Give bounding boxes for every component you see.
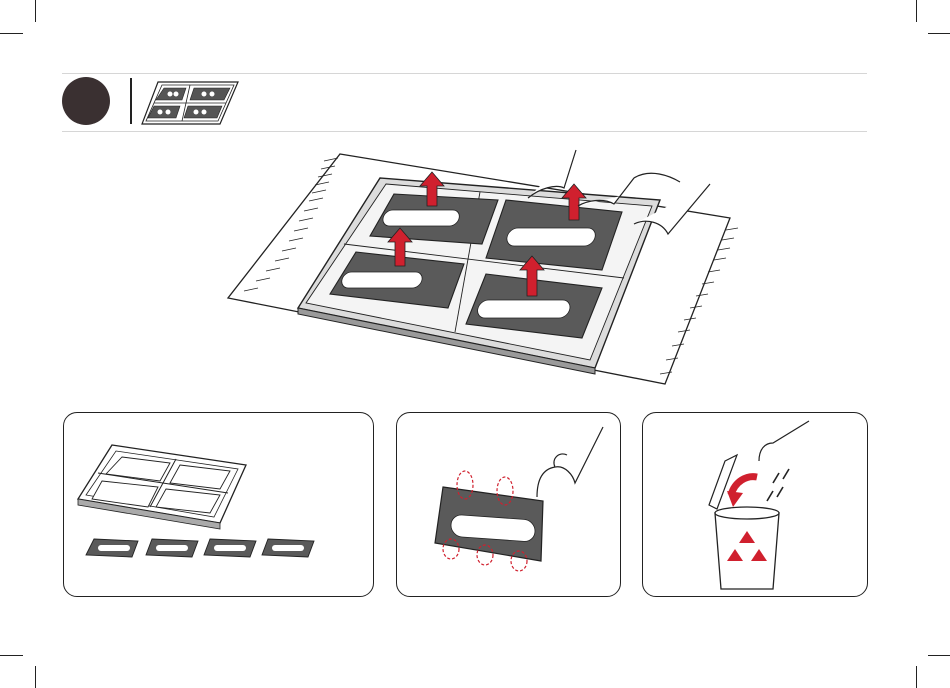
panel-separated-parts bbox=[63, 412, 374, 597]
crop-mark-bottom-left-h bbox=[0, 655, 23, 656]
crop-mark-bottom-left-v bbox=[35, 666, 36, 688]
crop-mark-top-left-h bbox=[0, 33, 23, 34]
step-number-circle bbox=[62, 77, 110, 125]
panel-recycle-waste bbox=[642, 412, 868, 597]
header-rule-bottom bbox=[62, 131, 867, 132]
crop-mark-top-right-v bbox=[916, 0, 917, 22]
crop-mark-top-right-h bbox=[928, 33, 950, 34]
main-tray-illustration bbox=[210, 148, 740, 388]
panel-remove-sprues bbox=[396, 412, 621, 597]
frame-and-plates-icon bbox=[76, 441, 366, 581]
tray-sheet-thumbnail bbox=[140, 80, 240, 126]
crop-mark-bottom-right-v bbox=[916, 666, 917, 688]
recycle-bin-icon bbox=[707, 421, 857, 593]
crop-mark-top-left-v bbox=[35, 0, 36, 22]
crop-mark-bottom-right-h bbox=[928, 655, 950, 656]
snip-tabs-icon bbox=[433, 423, 613, 583]
step-divider bbox=[130, 78, 132, 124]
header-rule-top bbox=[62, 73, 867, 74]
